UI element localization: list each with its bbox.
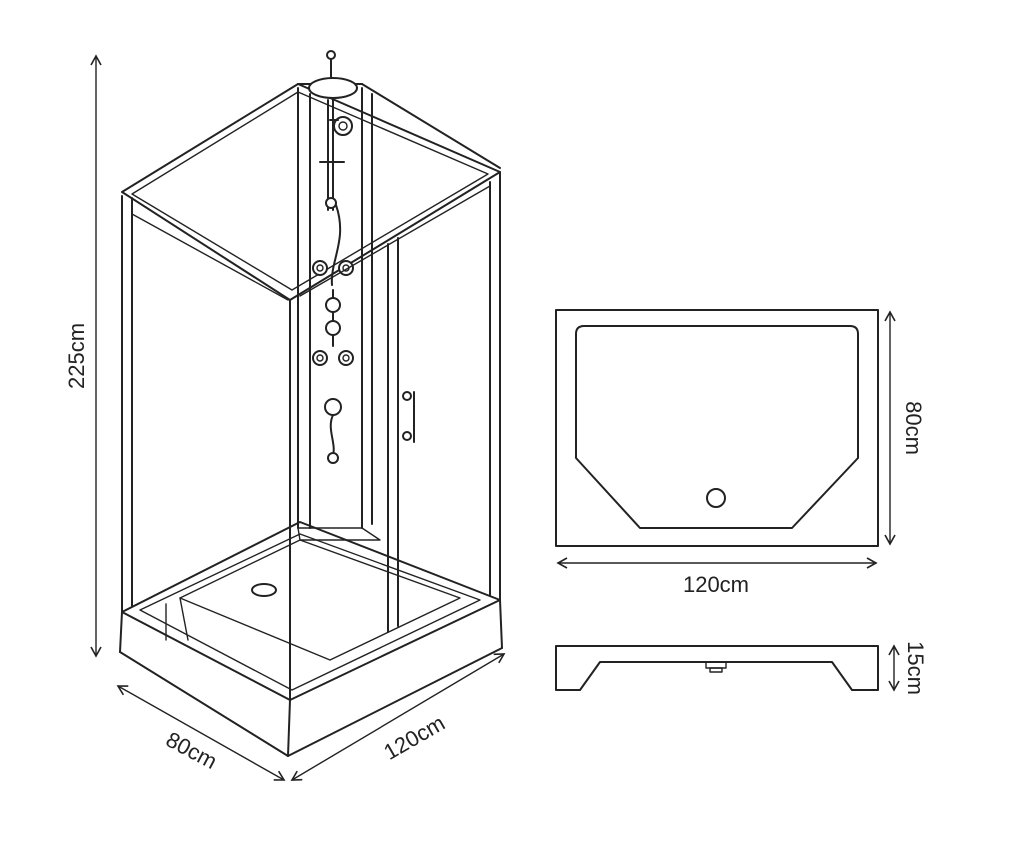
body-jets [312,260,354,366]
cabin-shower-tray [119,521,503,757]
cabin-depth-label: 80cm [162,727,221,774]
rain-shower-head [308,50,358,99]
left-glass-panel [121,195,289,613]
cabin-width-label: 120cm [379,710,449,765]
door-handle [402,391,415,443]
cabin-height-dimension: 225cm [64,54,102,658]
tray-drain-icon [706,488,726,508]
hand-shower-rail [319,97,353,286]
tray-side-view [555,645,879,691]
tray-top-depth-dimension: 80cm [884,310,926,546]
shower-cabin-drawing [119,50,503,757]
front-glass-panel [289,171,501,701]
shower-column-panel [297,87,381,541]
cabin-width-dimension: 120cm [290,653,506,781]
tray-top-width-dimension: 120cm [556,557,878,597]
control-knobs [324,289,342,464]
cabin-height-label: 225cm [64,323,89,389]
cabin-depth-dimension: 80cm [116,685,286,781]
tray-side-height-dimension: 15cm [888,641,928,695]
tray-top-depth-label: 80cm [901,401,926,455]
tray-side-height-label: 15cm [903,641,928,695]
tray-top-width-label: 120cm [683,572,749,597]
tray-top-view [555,309,879,547]
